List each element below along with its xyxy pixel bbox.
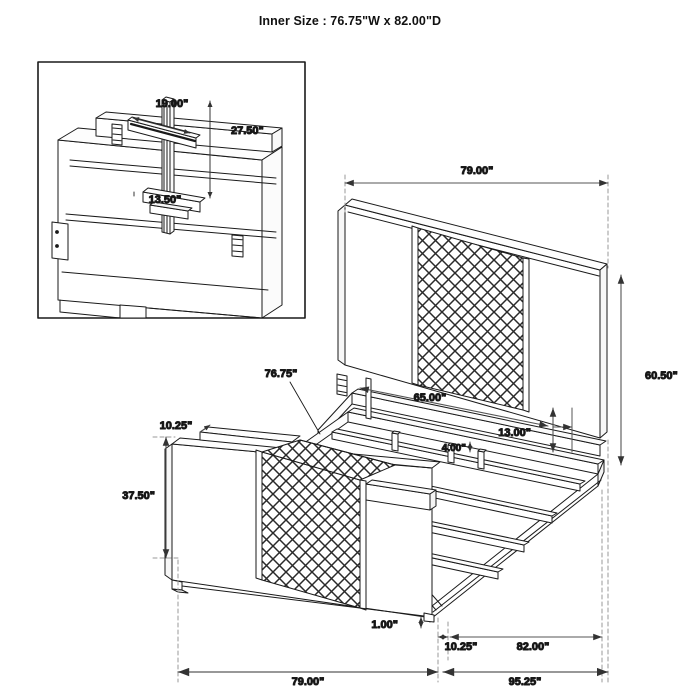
dim-6050-label: 60.50": [645, 370, 678, 382]
headboard: [337, 198, 608, 439]
dim-9525-label: 95.25": [509, 676, 542, 688]
dim-1025-bottom-label: 10.25": [445, 641, 478, 653]
inset-dim-19-label: 19.00": [156, 98, 189, 110]
inset-dim-2750: 27.50": [207, 100, 264, 199]
footboard: [164, 426, 441, 623]
dim-1-label: 1.00": [371, 619, 398, 631]
rail-bracket: [336, 373, 348, 397]
headboard-lattice-panel: [418, 228, 523, 410]
main-drawing: 79.00" 60.50" 65.00" 13.00": [122, 165, 679, 689]
inset-dim-1350: 13.50": [133, 191, 182, 207]
dim-1: 1.00": [371, 616, 424, 632]
inset-detail-panel: 19.00" 27.50" 13.50": [37, 61, 306, 319]
dim-3750-label: 37.50": [122, 490, 155, 502]
dim-7675-label: 76.75": [265, 368, 298, 380]
dim-6050: 60.50": [617, 274, 678, 466]
dim-65: 65.00": [359, 386, 549, 428]
dim-4-label: 4.00": [442, 443, 466, 454]
inset-dim-19: 19.00": [132, 98, 191, 134]
dim-82: 82.00": [449, 633, 603, 654]
dim-79-top: 79.00": [344, 165, 609, 269]
dim-1025-left: 10.25": [152, 420, 211, 438]
dim-3750: 37.50": [122, 436, 179, 559]
page-title: Inner Size : 76.75"W x 82.00"D: [258, 14, 442, 28]
dim-13: 13.00": [498, 407, 573, 453]
dim-7675: 76.75": [264, 368, 321, 435]
dim-9525: 95.25": [442, 667, 609, 689]
dim-65-label: 65.00": [414, 392, 447, 404]
footboard-lattice-panel: [262, 452, 360, 608]
dim-79-bottom: 79.00": [177, 667, 439, 689]
dim-4: 4.00": [441, 441, 473, 455]
dim-79-top-label: 79.00": [461, 165, 494, 177]
dim-82-label: 82.00": [517, 641, 550, 653]
dim-1025-bottom: 10.25": [437, 634, 478, 654]
inset-dim-2750-label: 27.50": [231, 125, 264, 137]
dim-13-label: 13.00": [498, 427, 531, 439]
dim-79-bottom-label: 79.00": [292, 676, 325, 688]
inset-dim-1350-label: 13.50": [149, 194, 182, 206]
dim-1025-left-label: 10.25": [160, 420, 193, 432]
